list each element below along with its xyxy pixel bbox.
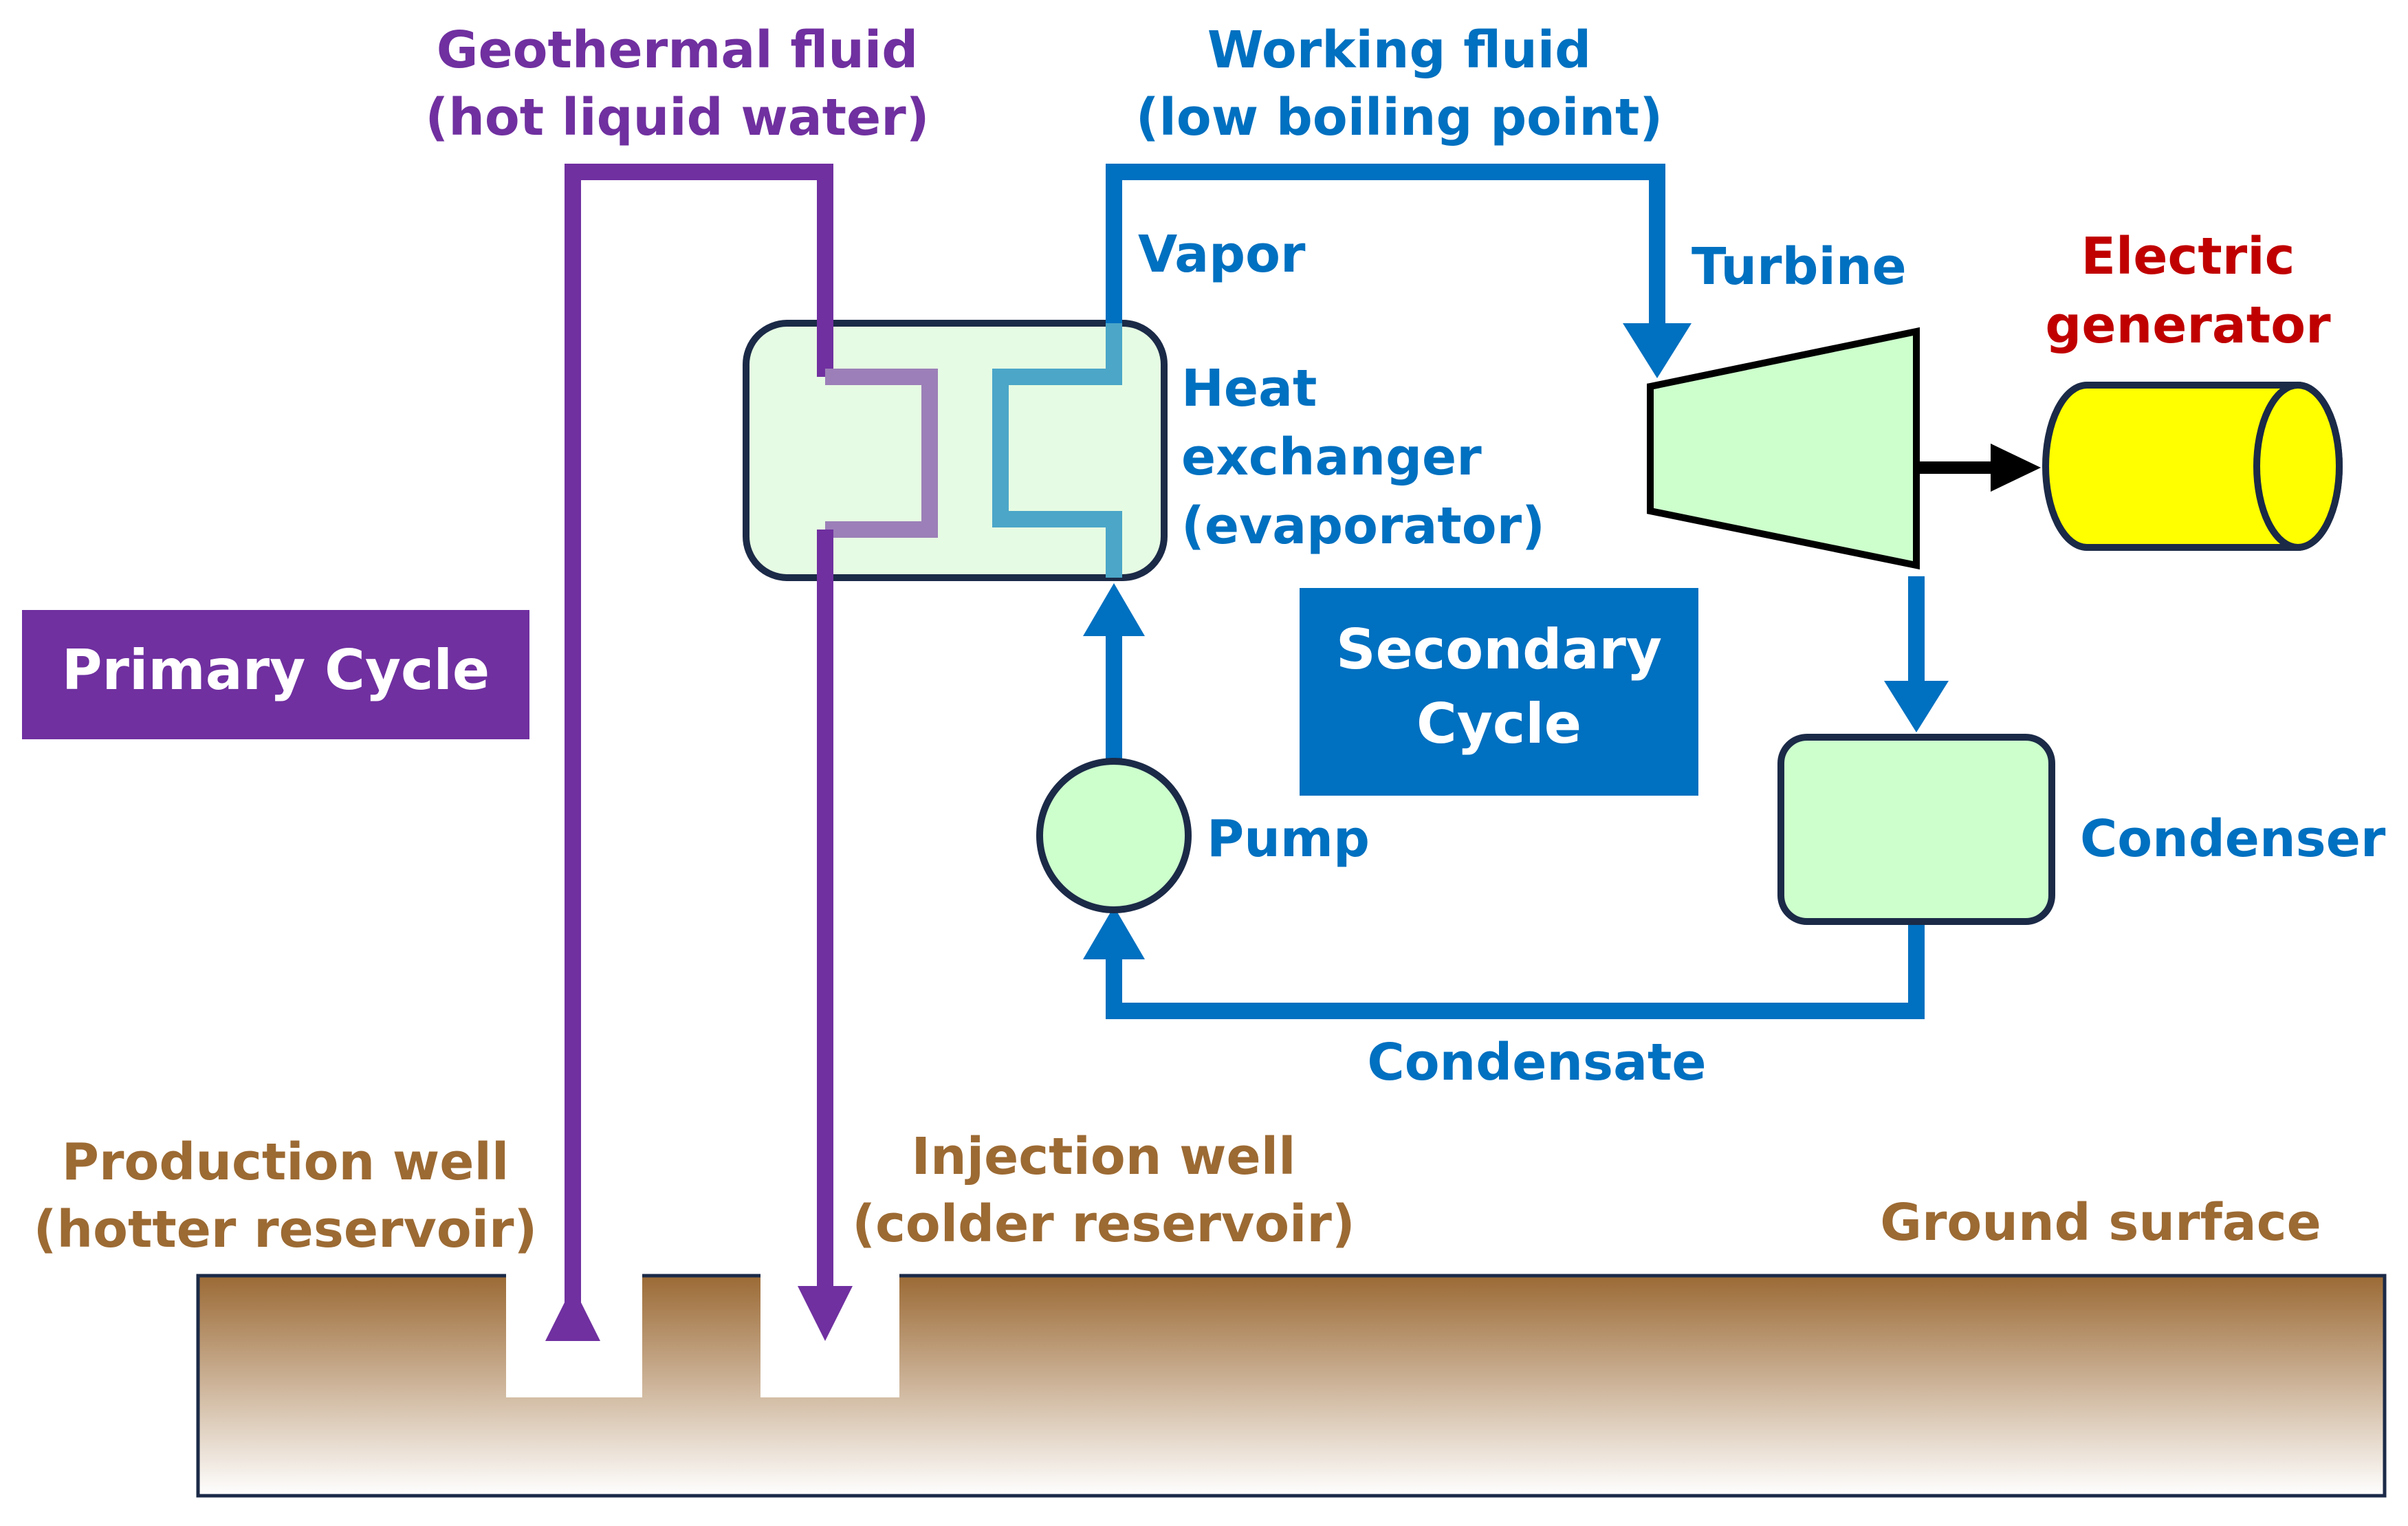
secondary-cycle-badge: [1300, 588, 1698, 796]
turbine-label: Turbine: [1692, 237, 1907, 296]
primary-cycle-label: Primary Cycle: [62, 638, 490, 702]
working-fluid-label-line1: Working fluid: [1207, 21, 1591, 80]
ground-surface-label: Ground surface: [1880, 1193, 2321, 1252]
injection-well-label-line2: (colder reservoir): [852, 1195, 1355, 1254]
electric-generator-label-line1: Electric: [2081, 227, 2295, 286]
primary-cycle-badge: [22, 610, 529, 739]
condenser-icon: [1777, 734, 2055, 925]
arrow-icon: [545, 1286, 600, 1341]
geothermal-fluid-label-line1: Geothermal fluid: [437, 21, 919, 80]
condensate-label: Condensate: [1367, 1033, 1706, 1092]
arrow-icon: [1083, 583, 1145, 636]
production-well-label-line2: (hotter reservoir): [34, 1200, 538, 1259]
electric-generator-label-line2: generator: [2045, 296, 2331, 355]
injection-well-label-line1: Injection well: [912, 1127, 1296, 1186]
pump-icon: [1036, 758, 1192, 913]
vapor-label: Vapor: [1138, 225, 1306, 284]
secondary-cycle-label-line2: Cycle: [1416, 692, 1581, 756]
arrow-icon: [1623, 323, 1692, 378]
pump-label: Pump: [1207, 809, 1370, 869]
heat-exchanger-label-line2: exchanger: [1181, 428, 1482, 487]
heat-exchanger-icon: [743, 320, 1168, 581]
condenser-label: Condenser: [2080, 809, 2386, 869]
production-well-label-line1: Production well: [62, 1133, 509, 1192]
secondary-cycle-label-line1: Secondary: [1336, 618, 1662, 682]
secondary-cycle-pipe: [992, 164, 1949, 1019]
generator-icon: [2042, 382, 2343, 551]
geothermal-fluid-label-line2: (hot liquid water): [425, 88, 929, 147]
arrow-icon: [1884, 681, 1949, 732]
arrow-icon: [1991, 444, 2041, 492]
heat-exchanger-label-line1: Heat: [1181, 359, 1317, 418]
shaft-arrow: [1916, 444, 2041, 492]
turbine-icon: [1647, 327, 1920, 570]
primary-cycle-pipe: [545, 164, 938, 1341]
heat-exchanger-label-line3: (evaporator): [1181, 497, 1545, 556]
arrow-icon: [1083, 906, 1145, 959]
working-fluid-label-line2: (low boiling point): [1136, 88, 1663, 147]
arrow-icon: [798, 1286, 853, 1341]
